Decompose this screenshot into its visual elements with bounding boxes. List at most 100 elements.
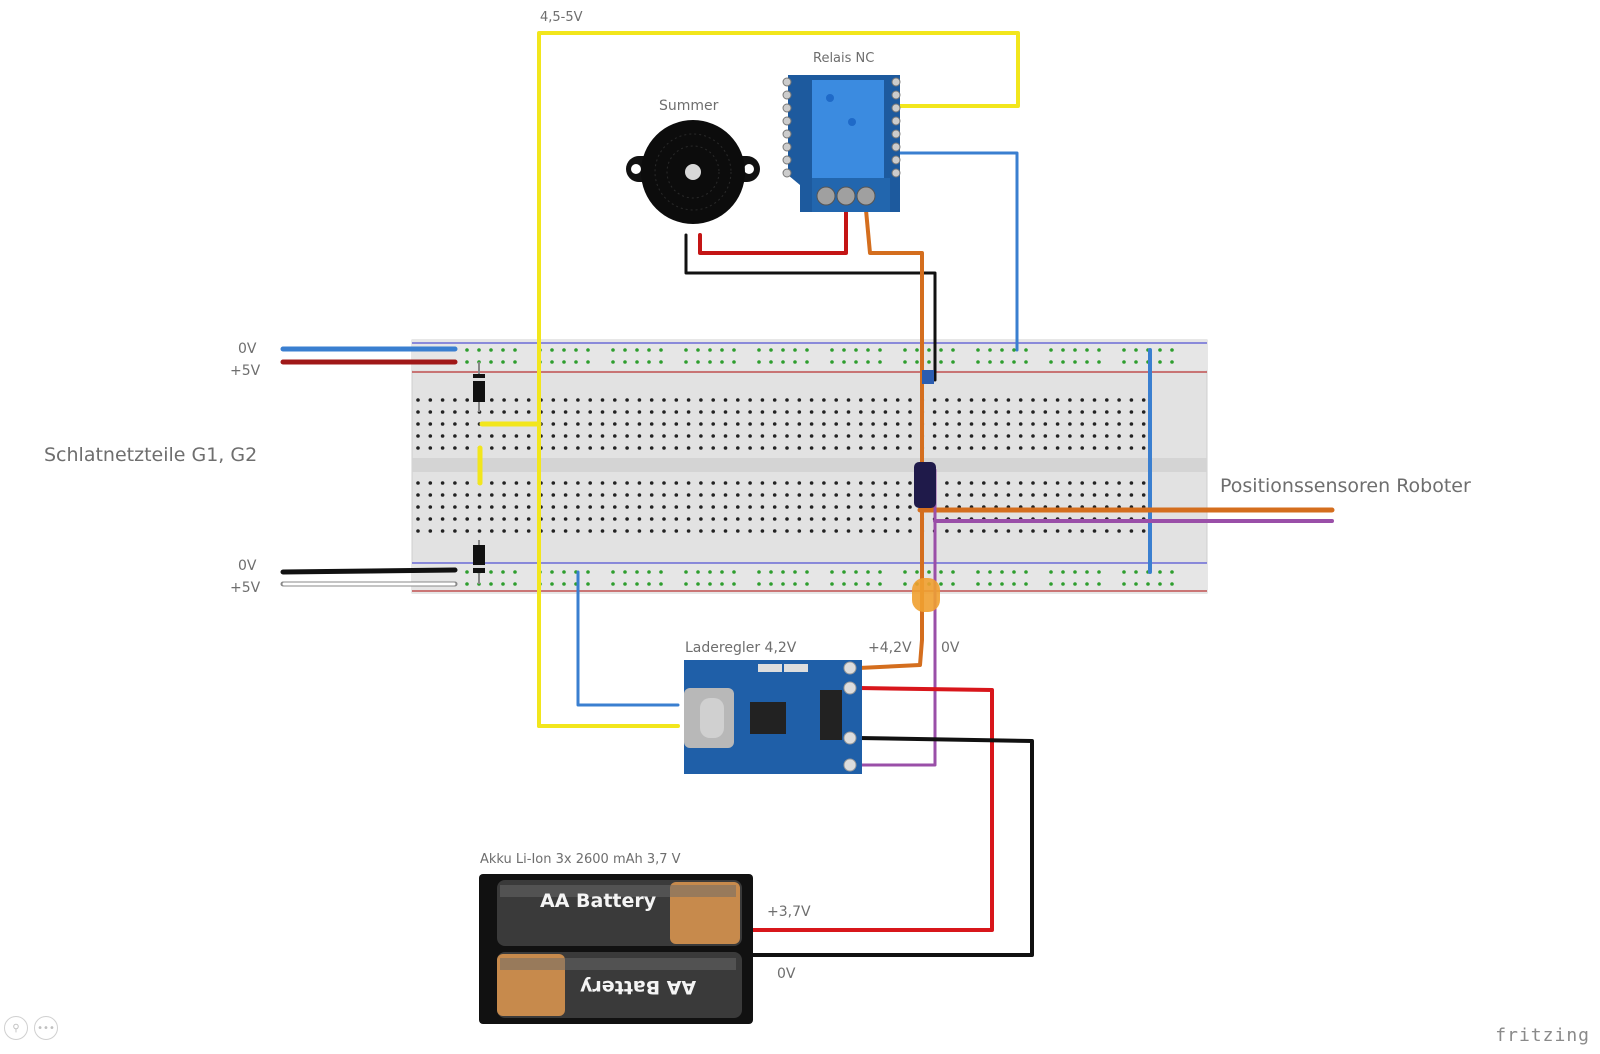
battery-holder: [479, 874, 753, 1024]
breadboard-hole: [939, 348, 943, 352]
breadboard-hole: [465, 398, 470, 402]
breadboard-hole: [903, 582, 907, 586]
breadboard-hole: [662, 446, 666, 450]
breadboard-hole: [699, 422, 703, 426]
breadboard-hole: [550, 360, 554, 364]
breadboard-hole: [939, 360, 943, 364]
breadboard-hole: [674, 529, 679, 533]
breadboard-hole: [440, 481, 445, 485]
breadboard-hole: [797, 410, 802, 414]
breadboard-hole: [489, 570, 493, 574]
breadboard-hole: [416, 422, 420, 426]
relay-pin: [782, 90, 792, 100]
breadboard-hole: [662, 481, 666, 485]
breadboard-hole: [908, 410, 912, 414]
relay-pin: [782, 103, 792, 113]
breadboard-hole: [699, 481, 703, 485]
breadboard-hole: [1068, 398, 1072, 402]
breadboard-hole: [686, 529, 691, 533]
breadboard-hole: [711, 481, 715, 485]
breadboard-hole: [440, 505, 445, 509]
breadboard-hole: [895, 434, 900, 438]
breadboard-hole: [908, 505, 912, 509]
breadboard-hole: [720, 348, 724, 352]
breadboard-hole: [1141, 422, 1146, 426]
breadboard-hole: [932, 410, 937, 414]
breadboard-hole: [563, 434, 568, 438]
label-power-supplies: Schlatnetzteile G1, G2: [44, 444, 258, 466]
breadboard-hole: [915, 348, 919, 352]
breadboard-hole: [957, 481, 961, 485]
breadboard-hole: [1129, 493, 1134, 497]
breadboard-hole: [760, 446, 765, 450]
breadboard-hole: [757, 360, 761, 364]
breadboard-hole: [1068, 493, 1072, 497]
breadboard-hole: [994, 398, 998, 402]
breadboard-hole: [465, 570, 469, 574]
label-g2-5v: +5V: [230, 580, 261, 596]
breadboard-hole: [416, 481, 420, 485]
breadboard-hole: [440, 493, 445, 497]
breadboard-hole: [1024, 360, 1028, 364]
breadboard-hole: [1018, 493, 1023, 497]
breadboard-hole: [895, 505, 900, 509]
breadboard-hole: [711, 434, 715, 438]
breadboard-hole: [576, 517, 580, 521]
relay-pin: [782, 116, 792, 126]
breadboard-hole: [502, 481, 506, 485]
breadboard-hole: [772, 410, 777, 414]
breadboard-hole: [748, 493, 752, 497]
zoom-button[interactable]: ⚲: [4, 1016, 28, 1040]
more-button[interactable]: •••: [34, 1016, 58, 1040]
breadboard-hole: [1105, 410, 1109, 414]
wire-black-battery: [748, 736, 1034, 957]
breadboard-hole: [842, 570, 846, 574]
breadboard-hole: [994, 422, 998, 426]
breadboard-hole: [859, 446, 863, 450]
breadboard-hole: [1061, 360, 1065, 364]
breadboard-hole: [757, 570, 761, 574]
breadboard-hole: [822, 434, 826, 438]
breadboard-hole: [514, 529, 519, 533]
breadboard-hole: [908, 434, 912, 438]
breadboard-hole: [809, 517, 814, 521]
breadboard-hole: [736, 446, 740, 450]
breadboard-hole: [613, 493, 617, 497]
breadboard-hole: [736, 517, 740, 521]
breadboard-hole: [1092, 446, 1097, 450]
breadboard-hole: [1061, 570, 1065, 574]
breadboard-hole: [1122, 570, 1126, 574]
breadboard-hole: [1097, 360, 1101, 364]
breadboard-hole: [854, 582, 858, 586]
breadboard-hole: [563, 481, 568, 485]
breadboard-hole: [785, 481, 789, 485]
breadboard-hole: [550, 582, 554, 586]
breadboard-hole: [611, 348, 615, 352]
breadboard-hole: [866, 360, 870, 364]
breadboard-hole: [830, 570, 834, 574]
breadboard-hole: [502, 493, 506, 497]
breadboard-hole: [932, 422, 937, 426]
breadboard-hole: [723, 481, 728, 485]
breadboard-hole: [1092, 398, 1097, 402]
breadboard-hole: [785, 517, 789, 521]
breadboard-hole: [781, 570, 785, 574]
breadboard-hole: [711, 398, 715, 402]
label-supply-voltage: 4,5-5V: [540, 10, 583, 25]
breadboard-hole: [576, 422, 580, 426]
relay-pin: [891, 168, 901, 178]
breadboard-hole: [895, 422, 900, 426]
breadboard-hole: [576, 493, 580, 497]
breadboard-hole: [797, 446, 802, 450]
breadboard-hole: [797, 517, 802, 521]
breadboard-hole: [1068, 529, 1072, 533]
breadboard-hole: [416, 446, 420, 450]
breadboard-hole: [600, 529, 605, 533]
breadboard-hole: [502, 434, 506, 438]
breadboard-hole: [834, 529, 838, 533]
breadboard-hole: [453, 493, 457, 497]
breadboard-hole: [662, 493, 666, 497]
breadboard-hole: [723, 517, 728, 521]
breadboard-hole: [951, 348, 955, 352]
